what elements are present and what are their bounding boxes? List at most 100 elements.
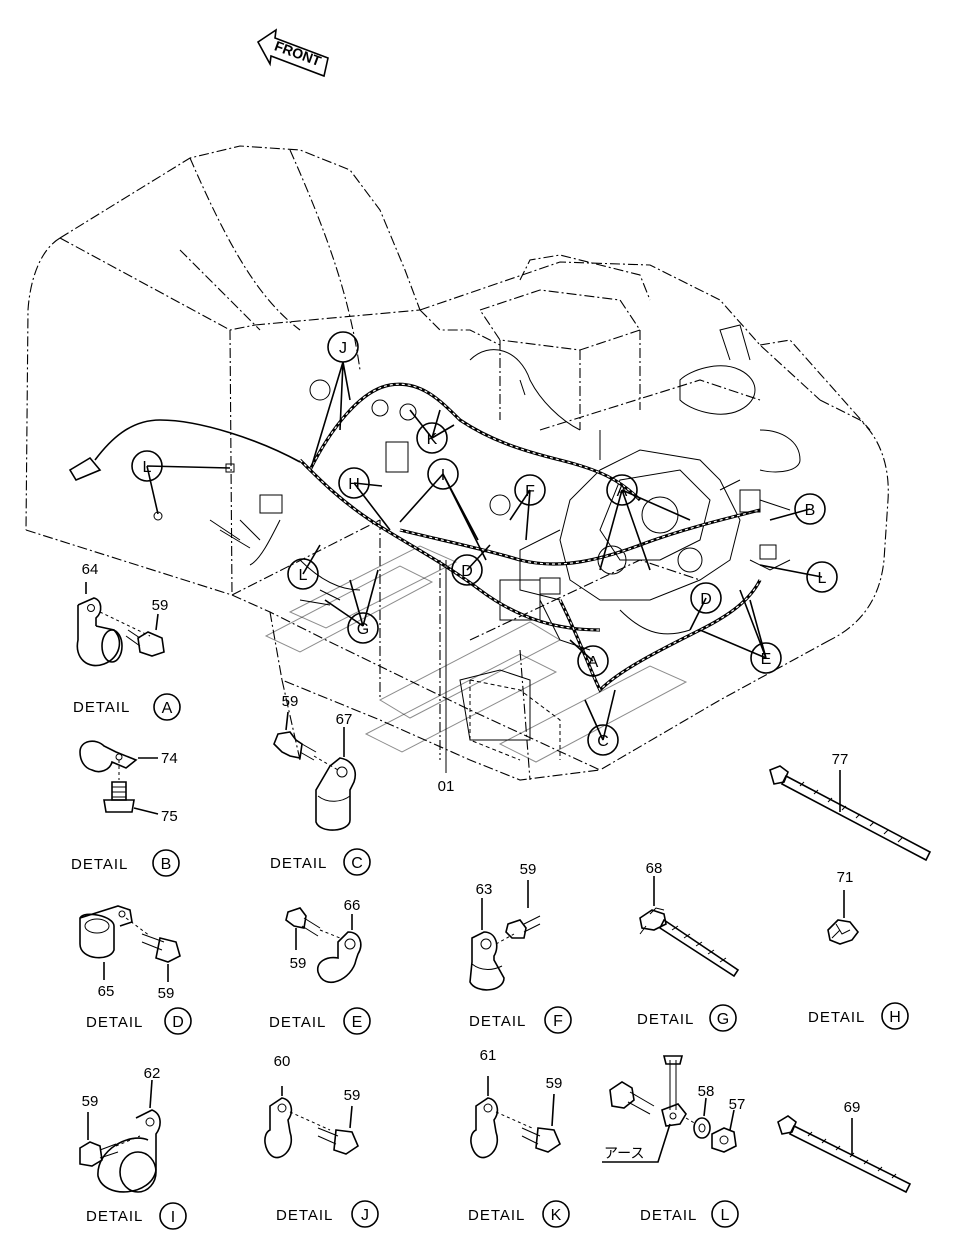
svg-text:DETAIL: DETAIL [71, 856, 128, 873]
svg-text:59: 59 [546, 1075, 563, 1092]
svg-text:E: E [352, 1014, 363, 1031]
svg-text:A: A [588, 654, 599, 671]
svg-text:59: 59 [520, 861, 537, 878]
svg-text:E: E [761, 651, 772, 668]
detail-l: 58 57 アース DETAIL L [602, 1055, 746, 1228]
svg-text:B: B [161, 856, 172, 873]
callout-a-bottom[interactable]: A [577, 645, 609, 677]
svg-text:63: 63 [476, 881, 493, 898]
detail-h: 71 DETAIL H [808, 869, 909, 1030]
svg-text:K: K [551, 1207, 562, 1224]
svg-text:59: 59 [152, 597, 169, 614]
callout-leaders [146, 361, 823, 741]
svg-text:DETAIL: DETAIL [86, 1208, 143, 1225]
callout-c[interactable]: C [587, 724, 619, 756]
svg-text:59: 59 [158, 985, 175, 1002]
callout-a-top[interactable]: A [606, 474, 638, 506]
svg-text:L: L [299, 567, 308, 584]
svg-text:A: A [617, 483, 628, 500]
front-label: FRONT [272, 38, 323, 70]
svg-text:DETAIL: DETAIL [73, 699, 130, 716]
svg-text:C: C [351, 855, 363, 872]
svg-text:64: 64 [82, 561, 99, 578]
svg-text:58: 58 [698, 1083, 715, 1100]
svg-text:59: 59 [82, 1093, 99, 1110]
svg-text:59: 59 [282, 693, 299, 710]
svg-text:DETAIL: DETAIL [640, 1207, 697, 1224]
callout-f[interactable]: F [514, 474, 546, 506]
detail-g: 68 DETAIL G [637, 860, 740, 1032]
callout-d-right[interactable]: D [690, 582, 722, 614]
svg-text:67: 67 [336, 711, 353, 728]
callout-circles: J K L H I F A B L D G D E A C L [131, 331, 838, 756]
svg-text:C: C [597, 733, 609, 750]
detail-j: 60 59 DETAIL J [264, 1053, 379, 1228]
part-77-cable-tie: 77 [769, 751, 932, 862]
svg-text:DETAIL: DETAIL [469, 1013, 526, 1030]
callout-b[interactable]: B [794, 493, 826, 525]
svg-text:B: B [805, 502, 816, 519]
engine-assembly [459, 324, 801, 741]
part-69-cable-tie: 69 [777, 1099, 912, 1194]
detail-c: 59 67 DETAIL C [270, 693, 371, 876]
svg-text:G: G [357, 621, 369, 638]
front-arrow: FRONT [256, 28, 329, 78]
detail-i: 59 62 DETAIL I [79, 1065, 187, 1230]
svg-text:J: J [339, 340, 347, 357]
svg-text:65: 65 [98, 983, 115, 1000]
svg-text:K: K [427, 431, 438, 448]
main-assembly-label: 01 [438, 560, 455, 795]
svg-text:57: 57 [729, 1096, 746, 1113]
machine-outline [25, 145, 889, 781]
svg-text:DETAIL: DETAIL [276, 1207, 333, 1224]
detail-k: 61 59 DETAIL K [468, 1047, 570, 1228]
callout-l-right[interactable]: L [806, 561, 838, 593]
callout-l-mid[interactable]: L [287, 558, 319, 590]
svg-text:68: 68 [646, 860, 663, 877]
svg-text:DETAIL: DETAIL [270, 855, 327, 872]
svg-text:60: 60 [274, 1053, 291, 1070]
svg-text:01: 01 [438, 778, 455, 795]
svg-text:66: 66 [344, 897, 361, 914]
callout-g[interactable]: G [347, 612, 379, 644]
svg-text:75: 75 [161, 808, 178, 825]
svg-text:A: A [162, 700, 173, 717]
svg-text:I: I [441, 467, 445, 484]
callout-i[interactable]: I [427, 458, 459, 490]
svg-text:I: I [171, 1209, 175, 1226]
detail-b: 74 75 DETAIL B [71, 740, 180, 877]
svg-text:G: G [717, 1011, 729, 1028]
svg-text:59: 59 [290, 955, 307, 972]
callout-l-left[interactable]: L [131, 450, 163, 482]
wire-harness [68, 349, 791, 693]
detail-d: 65 59 DETAIL D [79, 905, 192, 1035]
svg-text:J: J [361, 1207, 369, 1224]
svg-text:DETAIL: DETAIL [637, 1011, 694, 1028]
svg-text:74: 74 [161, 750, 178, 767]
svg-text:F: F [525, 483, 535, 500]
svg-text:59: 59 [344, 1087, 361, 1104]
callout-d-left[interactable]: D [451, 554, 483, 586]
callout-k[interactable]: K [416, 422, 448, 454]
svg-text:H: H [348, 476, 360, 493]
svg-text:71: 71 [837, 869, 854, 886]
detail-e: 59 66 DETAIL E [269, 897, 371, 1035]
detail-f: 63 59 DETAIL F [469, 861, 572, 1034]
svg-text:D: D [461, 563, 473, 580]
callout-e[interactable]: E [750, 642, 782, 674]
callout-h[interactable]: H [338, 467, 370, 499]
svg-text:DETAIL: DETAIL [86, 1014, 143, 1031]
detail-a: 64 59 DETAIL A [73, 561, 181, 721]
callout-j[interactable]: J [327, 331, 359, 363]
ground-label: アース [604, 1145, 644, 1161]
svg-text:61: 61 [480, 1047, 497, 1064]
svg-text:DETAIL: DETAIL [808, 1009, 865, 1026]
svg-text:F: F [553, 1013, 563, 1030]
svg-text:L: L [818, 570, 827, 587]
svg-text:D: D [700, 591, 712, 608]
watermark-logo [264, 545, 688, 763]
svg-text:D: D [172, 1014, 184, 1031]
svg-text:69: 69 [844, 1099, 861, 1116]
svg-text:62: 62 [144, 1065, 161, 1082]
